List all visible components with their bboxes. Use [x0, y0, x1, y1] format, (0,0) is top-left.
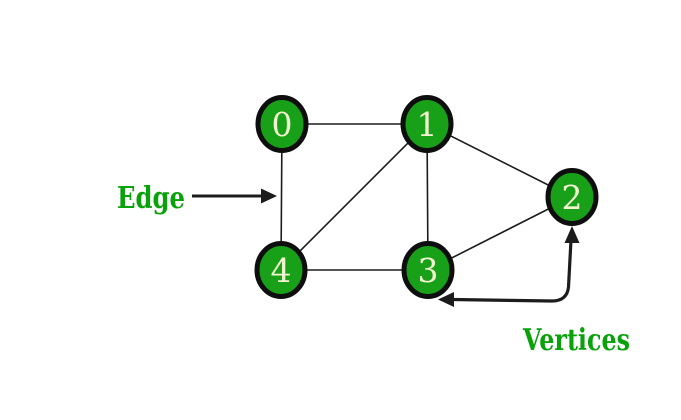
vertex-4: 4	[254, 241, 308, 299]
vertex-number-2: 2	[562, 178, 583, 217]
vertex-number-1: 1	[417, 105, 438, 144]
vertex-circle-1	[400, 95, 454, 153]
vertex-3: 3	[401, 241, 455, 299]
vertex-0: 0	[255, 95, 309, 153]
vertex-2: 2	[545, 168, 599, 226]
edge-pointer-arrowhead-icon	[261, 188, 277, 204]
vertex-1: 1	[400, 95, 454, 153]
nodes-layer: 0 1 2 3 4	[254, 95, 599, 299]
vertices-label: Vertices	[522, 323, 630, 358]
vertices-arrowhead-at-vertex-2-icon	[564, 226, 580, 243]
vertex-number-0: 0	[272, 105, 293, 144]
vertex-circle-4	[254, 241, 308, 299]
vertex-number-3: 3	[418, 251, 439, 290]
vertices-pointer-arrow-shaft	[450, 238, 573, 303]
edge-label: Edge	[117, 181, 185, 216]
edge-1-2	[426, 123, 573, 198]
vertices-arrowhead-at-vertex-3-icon	[438, 292, 454, 307]
edge-1-4	[280, 123, 428, 271]
vertex-number-4: 4	[271, 251, 292, 290]
annotation-arrows-layer	[192, 188, 580, 307]
vertex-circle-0	[255, 95, 309, 153]
vertex-circle-3	[401, 241, 455, 299]
vertex-circle-2	[545, 168, 599, 226]
